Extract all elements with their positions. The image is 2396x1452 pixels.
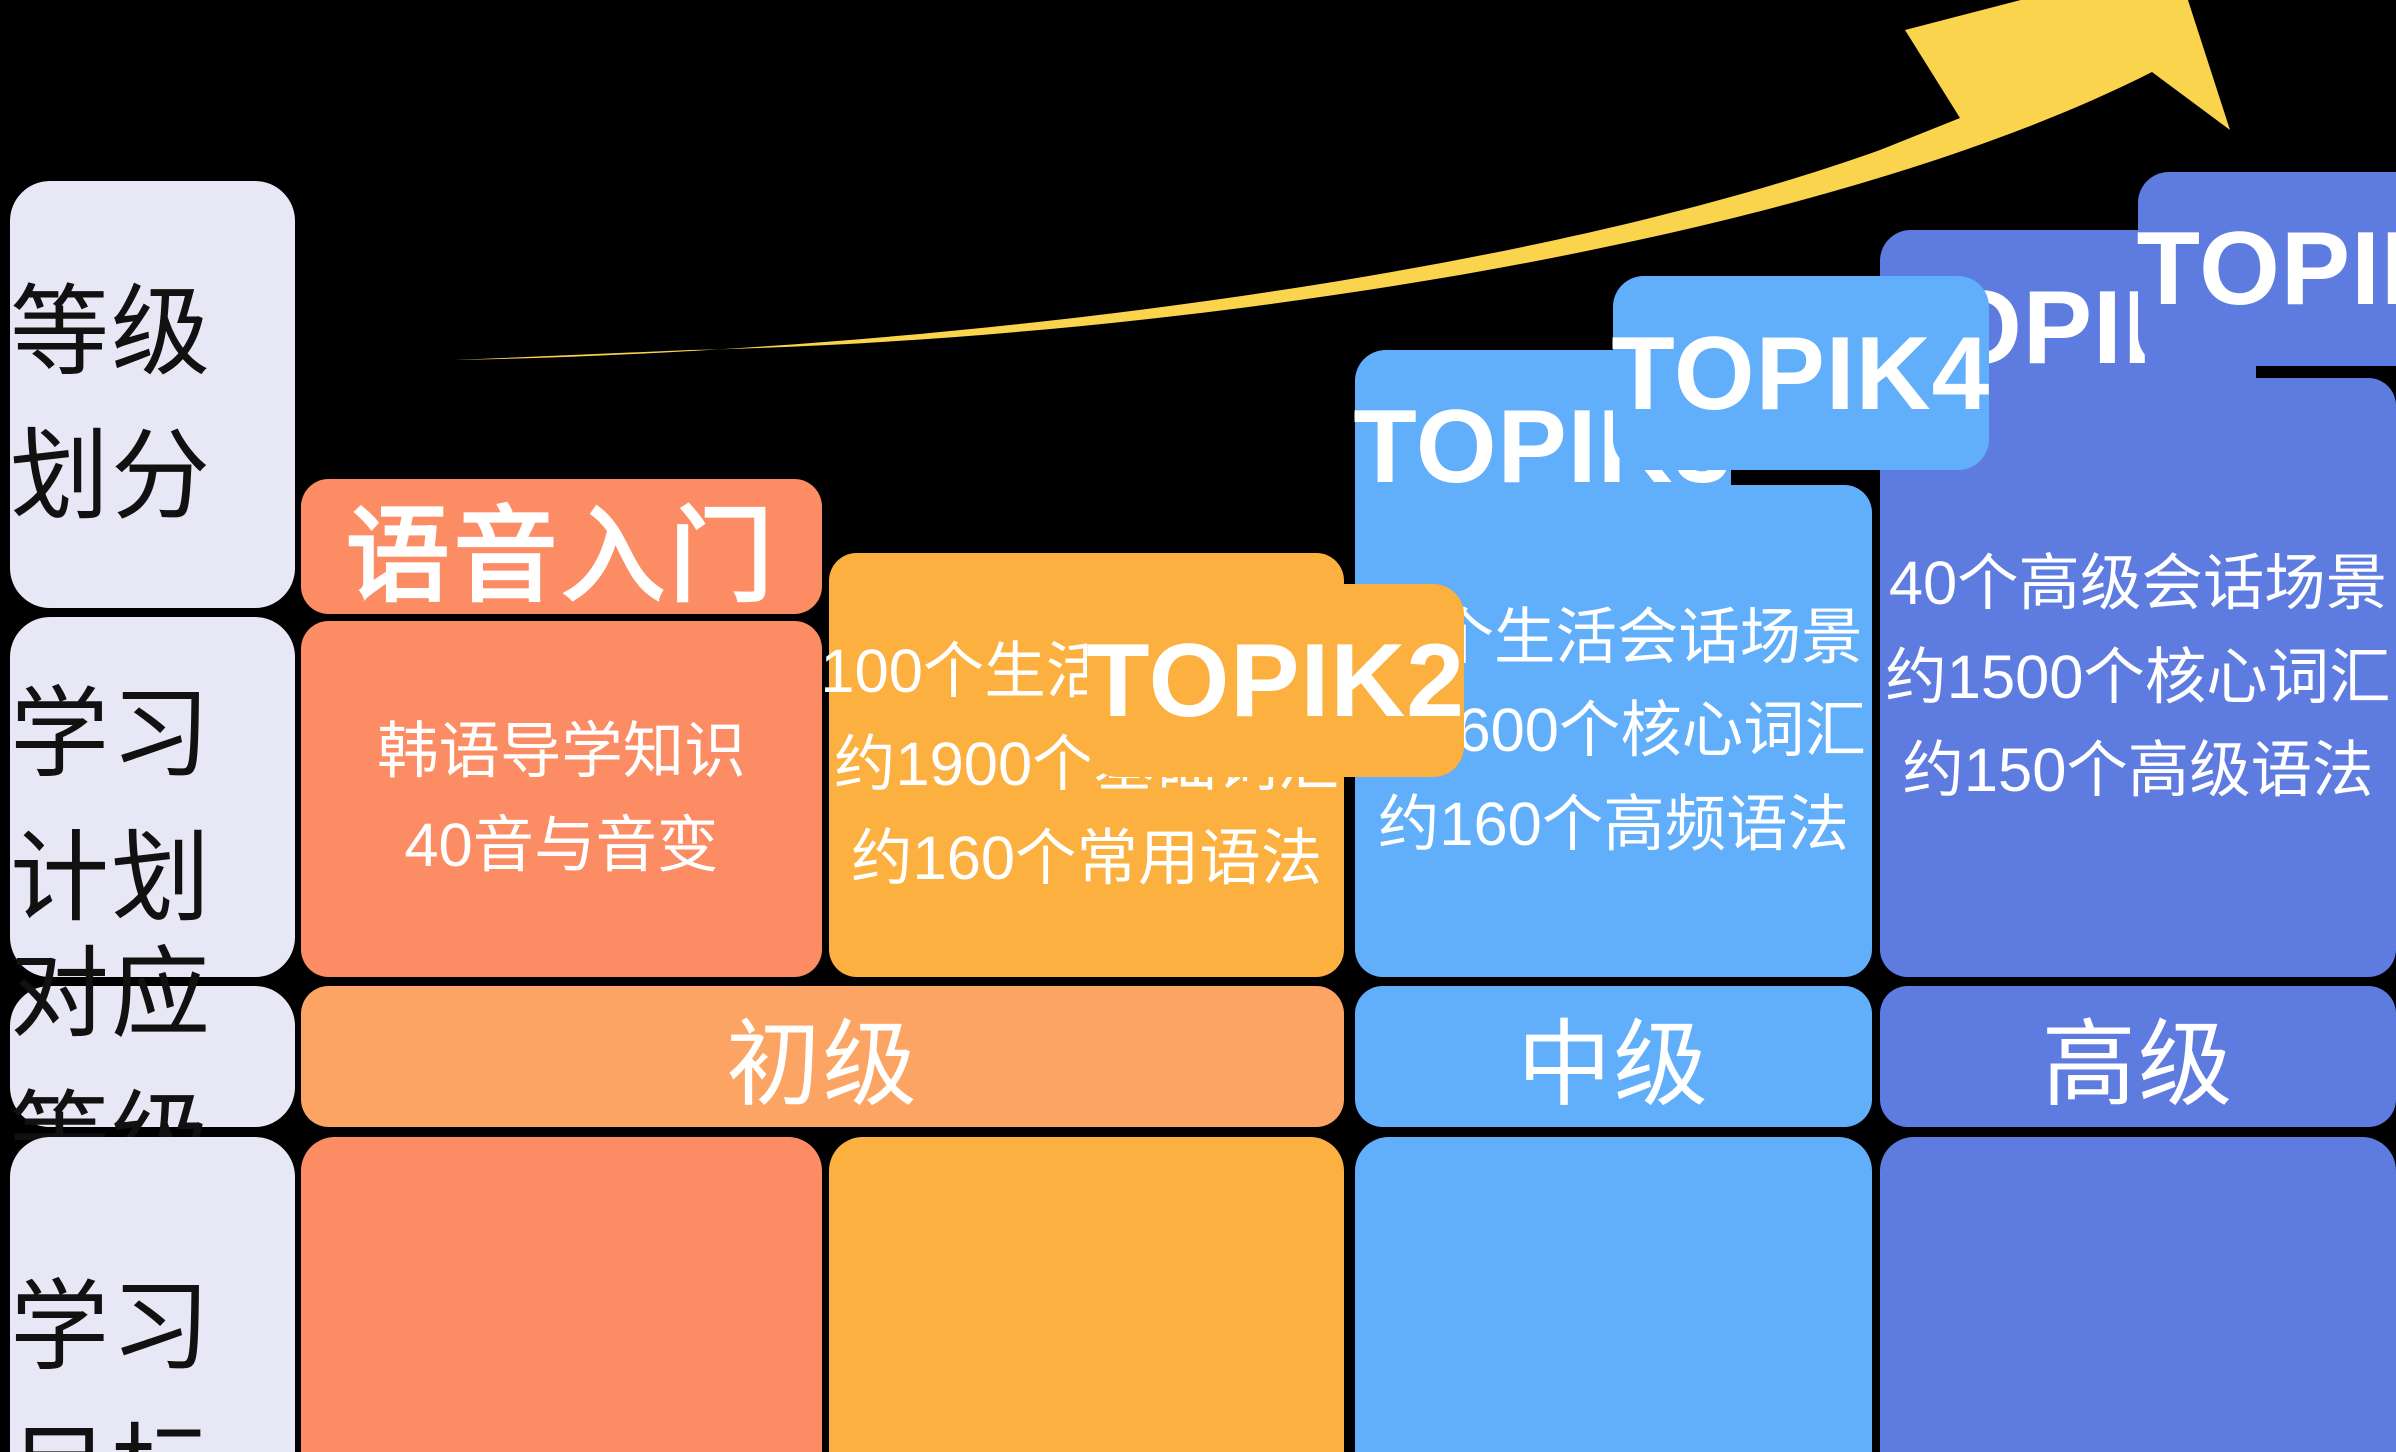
row-label-study-plan: 学习计划 bbox=[10, 617, 295, 977]
col-beginner-title-pill: 语音入门 bbox=[301, 479, 822, 615]
plan-line: 约160个高频语法 bbox=[1377, 789, 1849, 859]
tab-topik6[interactable]: TOPIK6 bbox=[2136, 172, 2396, 366]
col-beginner-plan-card: 韩语导学知识 40音与音变 bbox=[301, 620, 822, 977]
tab-topik2-label: TOPIK2 bbox=[1086, 621, 1466, 738]
phase-bar-advanced: 高级 bbox=[1879, 986, 2396, 1128]
row-label-text: 学习计划 bbox=[10, 678, 213, 934]
col-topik56-goal-card: 无字幕追剧听歌 赴韩留学、工作 了解大部分韩国文化 bbox=[1879, 1136, 2396, 1452]
col-topik12-goal-card: 简单日常交流 理解相关短文 初步了解韩国文化 bbox=[829, 1136, 1344, 1452]
row-label-level-division: 等级划分 bbox=[10, 181, 295, 609]
row-label-study-goal: 学习目标 bbox=[10, 1136, 295, 1452]
phase-bar-label: 初级 bbox=[726, 1011, 919, 1117]
phase-bar-label: 高级 bbox=[2041, 1011, 2235, 1117]
tab-topik6-label: TOPIK6 bbox=[2136, 210, 2396, 327]
plan-line: 韩语导学知识 bbox=[377, 717, 746, 787]
col-topik34-goal-card: 日常沟通无障碍 理解一般社会性新闻 书写社会性话题小短文 bbox=[1354, 1136, 1873, 1452]
plan-line: 40音与音变 bbox=[404, 810, 719, 880]
plan-line: 约150个高级语法 bbox=[1902, 736, 2374, 806]
plan-line: 40个高级会话场景 bbox=[1888, 549, 2388, 619]
tab-topik4[interactable]: TOPIK4 bbox=[1611, 276, 1991, 470]
row-label-text: 学习目标 bbox=[10, 1270, 213, 1452]
row-label-text: 等级划分 bbox=[10, 275, 213, 531]
plan-line: 约1500个核心词汇 bbox=[1885, 642, 2391, 712]
plan-line: 约160个常用语法 bbox=[851, 823, 1323, 893]
col-topik56-plan-card: 40个高级会话场景 约1500个核心词汇 约150个高级语法 bbox=[1879, 377, 2396, 977]
tab-topik4-label: TOPIK4 bbox=[1611, 314, 1991, 431]
col-beginner-title: 语音入门 bbox=[345, 497, 777, 614]
col-beginner-goal-card: 掌握发音规则 见字能读 听音识字 bbox=[301, 1136, 822, 1452]
phase-bar-beginner: 初级 bbox=[301, 986, 1344, 1128]
tab-topik2[interactable]: TOPIK2 bbox=[1086, 583, 1466, 778]
phase-bar-intermediate: 中级 bbox=[1354, 986, 1873, 1128]
row-label-matching-level: 对应等级 bbox=[10, 938, 295, 1193]
phase-bar-label: 中级 bbox=[1517, 1011, 1710, 1117]
